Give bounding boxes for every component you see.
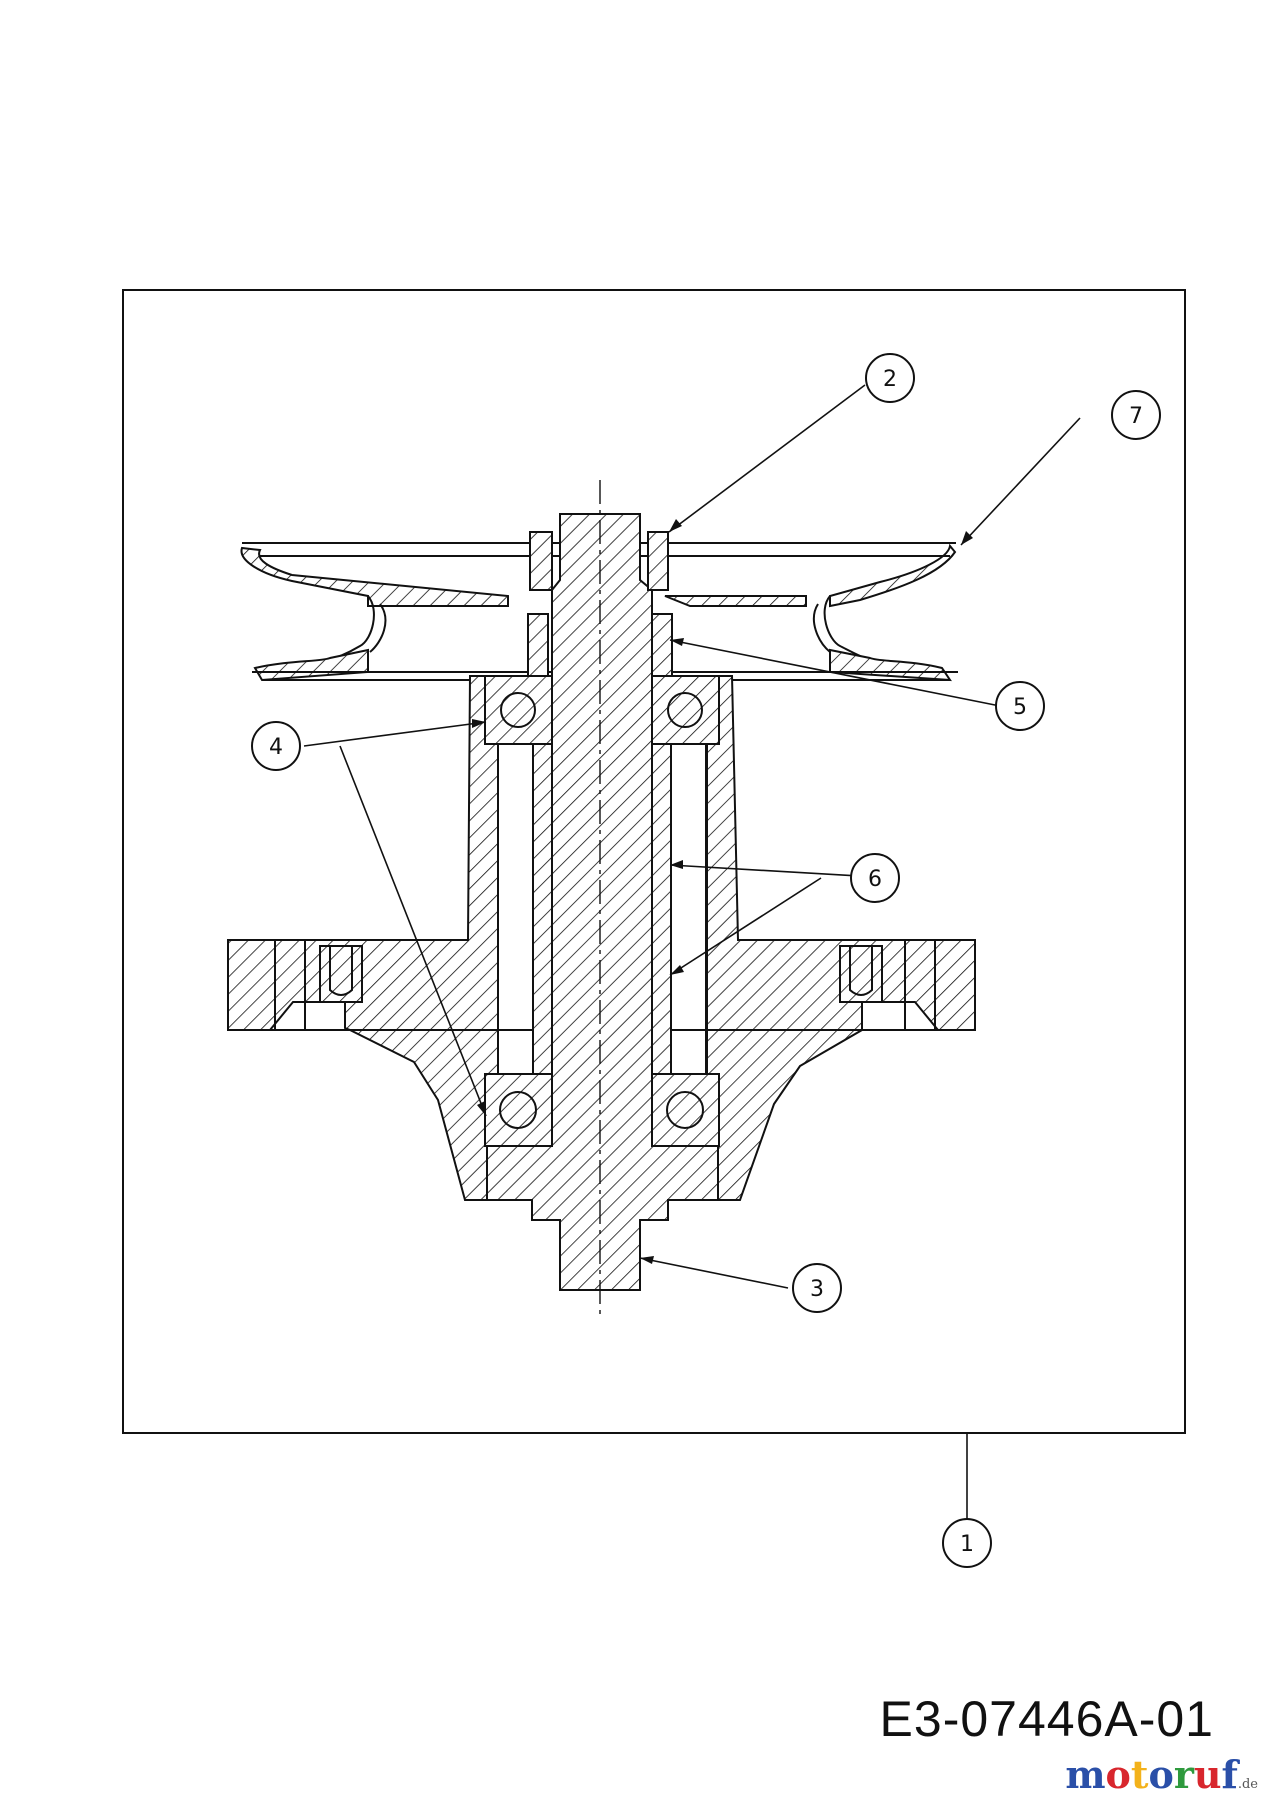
callout-1: 1 (942, 1518, 992, 1568)
upper-bearing-right (651, 675, 720, 745)
spacer-tube (497, 743, 707, 1075)
svg-text:3: 3 (810, 1277, 824, 1302)
brand-suffix: .de (1237, 1777, 1258, 1792)
callout-4: 4 (251, 721, 301, 771)
drawing-code: E3-07446A-01 (879, 1691, 1214, 1747)
lower-bearing-left (484, 1073, 553, 1147)
callout-6: 6 (850, 853, 900, 903)
svg-text:2: 2 (883, 367, 897, 392)
svg-text:4: 4 (269, 735, 283, 760)
svg-text:5: 5 (1013, 695, 1027, 720)
lower-bearing-right (651, 1073, 720, 1147)
brand-watermark: motoruf.de (1065, 1752, 1258, 1797)
svg-text:1: 1 (960, 1532, 974, 1557)
svg-text:7: 7 (1129, 404, 1143, 429)
callout-7: 7 (1111, 390, 1161, 440)
callout-2: 2 (865, 353, 915, 403)
assembly-frame (122, 289, 1186, 1434)
svg-text:6: 6 (868, 867, 882, 892)
pulley (240, 542, 958, 682)
callout-3: 3 (792, 1263, 842, 1313)
spindle-shaft (486, 480, 719, 1320)
upper-bearing-left (484, 675, 553, 745)
callout-5: 5 (995, 681, 1045, 731)
leader-lines (303, 384, 1081, 1523)
brand-logo: motoruf (1065, 1752, 1238, 1797)
